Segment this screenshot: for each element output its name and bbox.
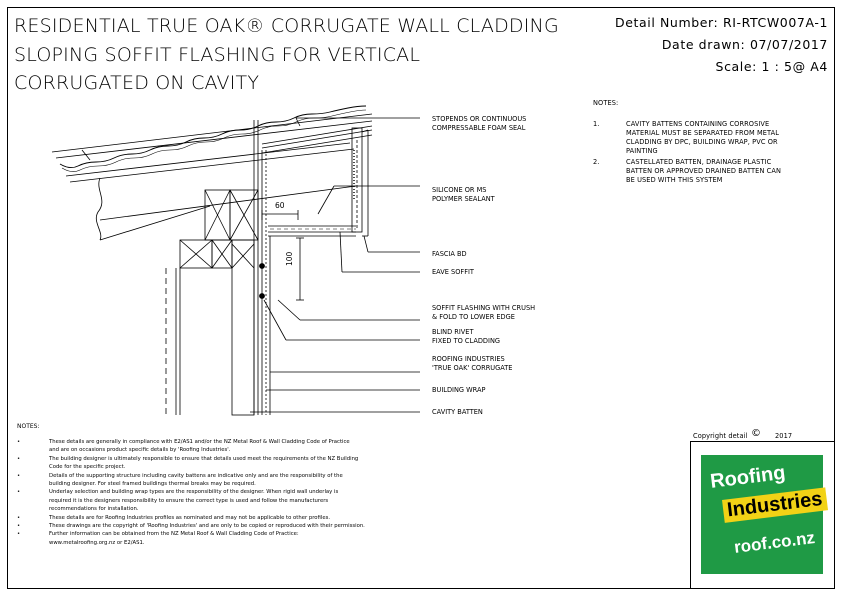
copyright-label: Copyright detail <box>693 432 748 440</box>
date-drawn: Date drawn: 07/07/2017 <box>661 37 828 52</box>
label-building-wrap: BUILDING WRAP <box>432 386 486 394</box>
note-bullet-marker: • <box>17 523 21 529</box>
drawing-frame <box>7 7 835 589</box>
notes-right-2-line-3: BE USED WITH THIS SYSTEM <box>626 176 723 184</box>
note-line: and are on occasions product specific de… <box>49 447 231 454</box>
note-line: building designer. For steel framed buil… <box>49 481 256 487</box>
note-line: Details of the supporting structure incl… <box>49 472 343 479</box>
label-soffit-flashing-2: & FOLD TO LOWER EDGE <box>432 313 515 321</box>
note-bullet-marker: • <box>17 489 21 496</box>
wall-stud <box>231 239 255 416</box>
label-roofing-industries-1: ROOFING INDUSTRIES <box>432 355 505 363</box>
label-soffit-flashing-1: SOFFIT FLASHING WITH CRUSH <box>432 304 536 312</box>
fascia-board <box>351 127 363 233</box>
logo-frame <box>690 441 835 589</box>
label-blind-rivet-2: FIXED TO CLADDING <box>432 337 500 345</box>
label-blind-rivet-1: BLIND RIVET <box>432 328 474 336</box>
label-silicone-1: SILICONE OR MS <box>432 186 487 194</box>
copyright-year: 2017 <box>775 432 793 440</box>
note-line: required it is the designers responsibil… <box>49 497 329 504</box>
notes-right-1-line-2: MATERIAL MUST BE SEPARATED FROM METAL <box>626 129 779 137</box>
notes-right-num-2: 2. <box>593 158 600 166</box>
note-line: www.metalroofing.org.nz or E2/AS1. <box>49 539 145 546</box>
dimension-60: 60 <box>275 201 285 210</box>
detail-number: Detail Number: RI-RTCW007A-1 <box>614 15 828 30</box>
notes-right-num-1: 1. <box>593 120 600 128</box>
notes-right-1-line-4: PAINTING <box>626 147 658 155</box>
label-stopends-2: COMPRESSABLE FOAM SEAL <box>432 124 526 132</box>
note-line: These details are generally in complianc… <box>49 439 350 445</box>
dimension-100: 100 <box>285 251 294 266</box>
note-bullet-marker: • <box>17 531 21 538</box>
notes-right-1-line-1: CAVITY BATTENS CONTAINING CORROSIVE <box>626 120 770 128</box>
notes-bottom-heading: NOTES: <box>17 423 40 430</box>
note-line: Code for the specific project. <box>49 464 126 471</box>
note-line: These details are for Roofing Industries… <box>49 514 331 521</box>
notes-right-2-line-1: CASTELLATED BATTEN, DRAINAGE PLASTIC <box>626 158 772 166</box>
note-bullet-marker: • <box>17 439 21 445</box>
label-eave-soffit: EAVE SOFFIT <box>432 268 474 276</box>
label-silicone-2: POLYMER SEALANT <box>432 195 495 203</box>
notes-right-1-line-3: CLADDING BY DPC, BUILDING WRAP, PVC OR <box>626 138 778 146</box>
label-cavity-batten: CAVITY BATTEN <box>432 408 483 416</box>
copyright-symbol: © <box>751 428 762 439</box>
rafter <box>51 105 373 241</box>
label-stopends-1: STOPENDS OR CONTINUOUS <box>432 115 527 123</box>
note-line: Further information can be obtained from… <box>49 531 299 538</box>
note-bullet-marker: • <box>17 514 21 521</box>
scale: Scale: 1 : 5@ A4 <box>715 59 828 74</box>
note-bullet-marker: • <box>17 472 21 479</box>
note-line: These drawings are the copyright of 'Roo… <box>49 523 365 529</box>
label-roofing-industries-2: 'TRUE OAK' CORRUGATE <box>432 364 513 372</box>
note-line: Underlay selection and building wrap typ… <box>49 489 339 496</box>
notes-right-2-line-2: BATTEN OR APPROVED DRAINED BATTEN CAN <box>626 167 782 175</box>
title-line-1: RESIDENTIAL TRUE OAK® CORRUGATE WALL CLA… <box>14 15 559 37</box>
notes-right-heading: NOTES: <box>593 99 619 107</box>
label-fascia: FASCIA BD <box>432 250 467 258</box>
title-line-3: CORRUGATED ON CAVITY <box>14 72 260 94</box>
note-bullet-marker: • <box>17 455 21 462</box>
note-line: recommendations for installation. <box>49 506 139 513</box>
note-line: The building designer is ultimately resp… <box>49 455 359 462</box>
title-line-2: SLOPING SOFFIT FLASHING FOR VERTICAL <box>14 44 421 66</box>
